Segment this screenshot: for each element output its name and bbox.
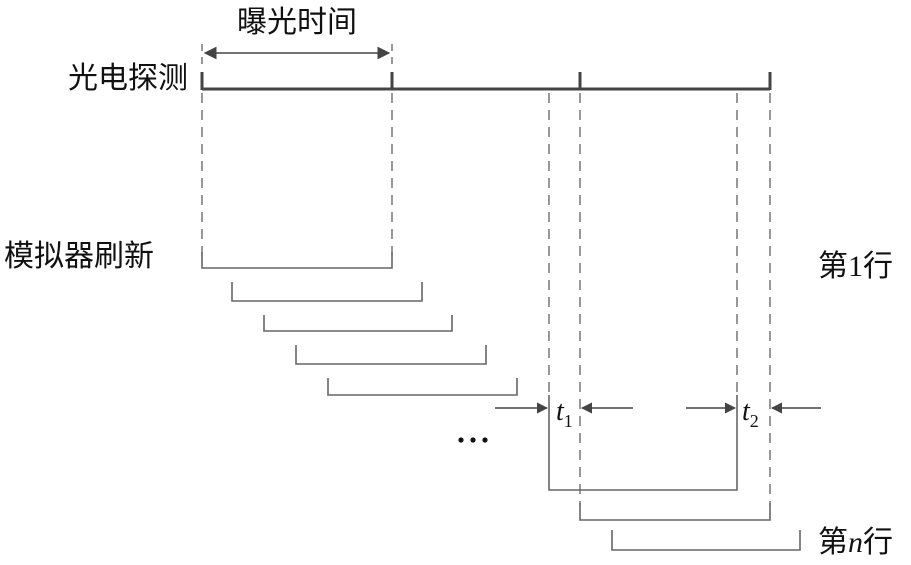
ellipsis-dot	[482, 437, 488, 443]
refresh-bracket-row-k1	[579, 503, 771, 521]
ellipsis-dot	[458, 437, 464, 443]
t2-label: t2	[742, 396, 759, 431]
refresh-bracket-row1	[201, 252, 393, 269]
refresh-bracket-row4	[295, 345, 487, 365]
ellipsis-dot	[470, 437, 476, 443]
refresh-bracket-row-k	[548, 395, 738, 491]
t1-label: t1	[556, 396, 573, 431]
refresh-bracket-row-n	[611, 530, 801, 551]
exposure-time-label: 曝光时间	[237, 5, 357, 40]
refresh-bracket-row3	[263, 315, 453, 332]
row-first-label: 第1行	[818, 249, 893, 284]
refresh-bracket-row2	[231, 282, 423, 302]
row-n-label: 第n行	[818, 525, 893, 560]
refresh-bracket-row5	[327, 378, 518, 396]
simulator-refresh-label: 模拟器刷新	[4, 239, 154, 274]
photo-detection-label: 光电探测	[68, 61, 188, 96]
